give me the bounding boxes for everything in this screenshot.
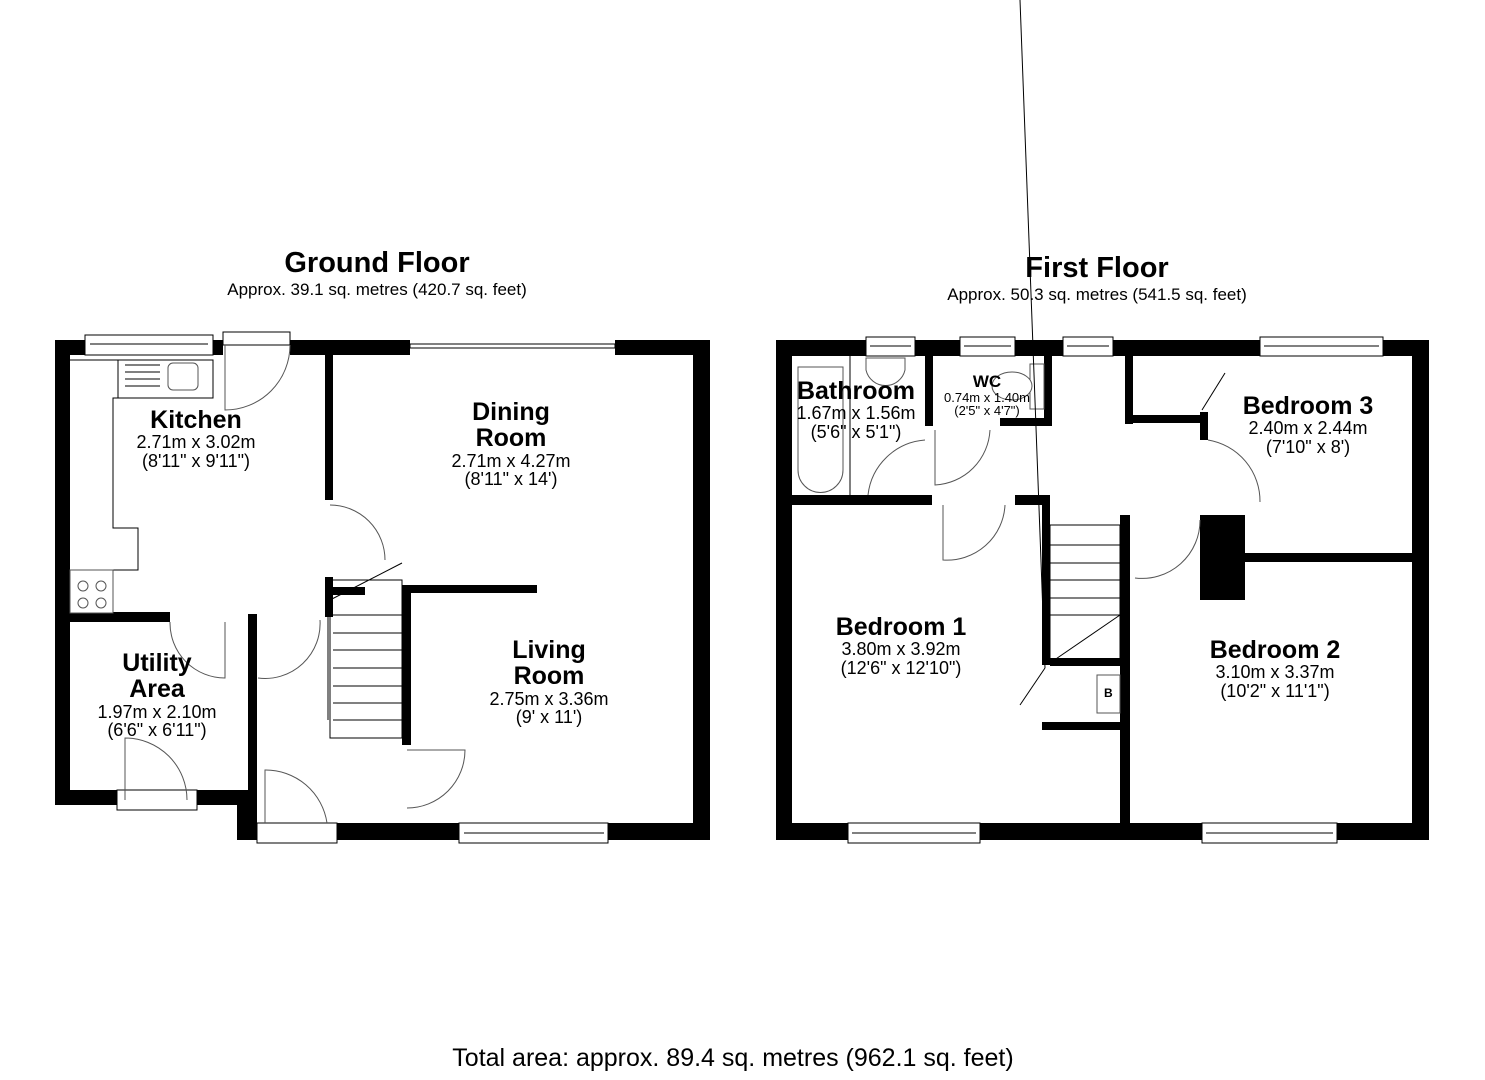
room-name: Kitchen (150, 406, 242, 434)
bath-icon (797, 356, 851, 495)
room-imperial: (12'6" x 12'10") (840, 658, 962, 679)
basin-icon (865, 357, 906, 386)
room-name: Bathroom (796, 377, 916, 405)
door-swing (224, 344, 291, 411)
room-label-bathroom: Bathroom 1.67m x 1.56m (5'6" x 5'1") (796, 378, 915, 442)
room-label-utility-area: Utility Area 1.97m x 2.10m (6'6" x 6'11"… (97, 650, 216, 740)
room-metric: 2.71m x 3.02m (136, 432, 256, 453)
room-name: Utility (122, 649, 192, 677)
ground-floor-plan (55, 331, 710, 844)
room-name: Bedroom 3 (1242, 392, 1374, 420)
room-name: Bedroom 1 (835, 613, 967, 641)
room-imperial: (9' x 11') (515, 707, 583, 728)
room-metric: 1.67m x 1.56m (796, 403, 916, 424)
sink-icon (125, 362, 199, 391)
room-label-wc: WC 0.74m x 1.40m (2'5" x 4'7") (944, 373, 1030, 418)
total-area: Total area: approx. 89.4 sq. metres (962… (452, 1044, 1014, 1072)
room-name: Area (129, 675, 185, 704)
room-imperial: (6'6" x 6'11") (107, 720, 207, 741)
floor-area: Approx. 39.1 sq. metres (420.7 sq. feet) (227, 279, 527, 299)
room-metric: 3.10m x 3.37m (1215, 662, 1335, 683)
first-floor-heading: First Floor Approx. 50.3 sq. metres (541… (947, 252, 1247, 305)
cupboard-door (1201, 372, 1226, 411)
room-name: Room (513, 662, 585, 691)
room-label-kitchen: Kitchen 2.71m x 3.02m (8'11" x 9'11") (136, 407, 255, 471)
staircase (327, 562, 403, 739)
room-metric: 3.80m x 3.92m (841, 639, 961, 660)
room-imperial: (5'6" x 5'1") (810, 422, 902, 443)
staircase (1049, 524, 1121, 664)
room-label-bedroom-3: Bedroom 3 2.40m x 2.44m (7'10" x 8') (1243, 393, 1374, 457)
room-imperial: (8'11" x 9'11") (141, 451, 251, 472)
room-metric: 2.40m x 2.44m (1248, 418, 1368, 439)
first-floor-plan (776, 0, 1429, 844)
room-label-living-room: Living Room 2.75m x 3.36m (9' x 11') (489, 637, 608, 727)
room-metric: 2.71m x 4.27m (451, 450, 571, 471)
room-name: Bedroom 2 (1209, 636, 1341, 664)
room-imperial: (2'5" x 4'7") (954, 403, 1020, 419)
ground-floor-heading: Ground Floor Approx. 39.1 sq. metres (42… (227, 247, 527, 300)
room-label-dining-room: Dining Room 2.71m x 4.27m (8'11" x 14') (451, 399, 570, 489)
toilet-icon (991, 363, 1045, 410)
room-imperial: (7'10" x 8') (1265, 437, 1351, 458)
boiler-cupboard (1096, 674, 1121, 714)
chimney-breast (1200, 515, 1245, 600)
room-label-bedroom-1: Bedroom 1 3.80m x 3.92m (12'6" x 12'10") (836, 614, 967, 678)
floor-title: Ground Floor (284, 247, 470, 279)
room-metric: 1.97m x 2.10m (97, 701, 217, 722)
room-name: Dining (472, 398, 550, 426)
room-name: Living (512, 636, 586, 664)
wall (55, 340, 70, 805)
room-metric: 0.74m x 1.40m (944, 389, 1030, 405)
room-imperial: (10'2" x 11'1") (1220, 681, 1330, 702)
boiler-label: B (1104, 686, 1113, 700)
room-imperial: (8'11" x 14') (464, 469, 558, 490)
room-name: Room (475, 424, 547, 453)
room-label-bedroom-2: Bedroom 2 3.10m x 3.37m (10'2" x 11'1") (1210, 637, 1341, 701)
room-metric: 2.75m x 3.36m (489, 688, 609, 709)
floor-area: Approx. 50.3 sq. metres (541.5 sq. feet) (947, 284, 1247, 304)
hob-icon (69, 569, 114, 614)
room-name: WC (972, 372, 1002, 391)
floor-title: First Floor (1025, 252, 1169, 284)
